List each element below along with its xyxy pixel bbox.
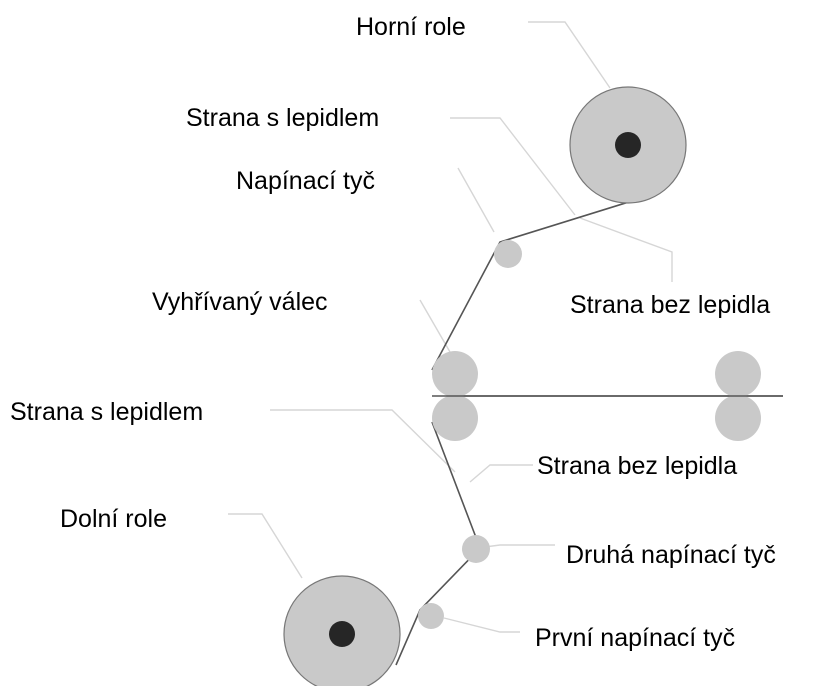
label-adhesive-side-top: Strana s lepidlem — [186, 104, 379, 132]
leader-adhesive-side-top — [450, 117, 576, 216]
label-second-tension-bar: Druhá napínací tyč — [566, 541, 776, 569]
label-tension-bar: Napínací tyč — [236, 167, 375, 195]
label-bottom-roll: Dolní role — [60, 505, 167, 533]
first-tension-bar-roller — [418, 603, 444, 629]
bottom-roll — [283, 575, 401, 691]
pull-roller-lower — [715, 395, 761, 441]
label-top-roll: Horní role — [356, 13, 466, 41]
leader-non-adhesive-side-top — [579, 217, 673, 282]
leader-tension-bar — [457, 167, 495, 233]
leader-bottom-roll — [228, 513, 303, 579]
second-tension-bar-roller — [462, 535, 490, 563]
leader-adhesive-side-bottom — [270, 409, 456, 473]
leader-non-adhesive-side-bottom — [469, 464, 533, 483]
tension-bar-roller — [494, 240, 522, 268]
labels: Horní role Strana s lepidlem Napínací ty… — [10, 13, 776, 652]
top-roll-hub — [615, 132, 641, 158]
leader-heated-roller — [419, 299, 451, 353]
leader-top-roll — [528, 21, 611, 89]
label-non-adhesive-side-top: Strana bez lepidla — [570, 291, 770, 319]
label-heated-roller: Vyhřívaný válec — [152, 288, 328, 316]
label-first-tension-bar: První napínací tyč — [535, 624, 735, 652]
label-non-adhesive-side-bottom: Strana bez lepidla — [537, 452, 737, 480]
bottom-film — [395, 421, 481, 666]
heated-roller-lower — [432, 395, 478, 441]
label-adhesive-side-bottom: Strana s lepidlem — [10, 398, 203, 426]
heated-roller-pair-left — [432, 351, 478, 441]
top-film — [431, 195, 649, 371]
pull-roller-upper — [715, 351, 761, 397]
pull-roller-pair-right — [715, 351, 761, 441]
leader-first-tension-bar — [443, 617, 520, 633]
leader-lines — [228, 21, 673, 633]
top-roll — [569, 86, 687, 204]
bottom-roll-hub — [329, 621, 355, 647]
heated-roller-upper — [432, 351, 478, 397]
